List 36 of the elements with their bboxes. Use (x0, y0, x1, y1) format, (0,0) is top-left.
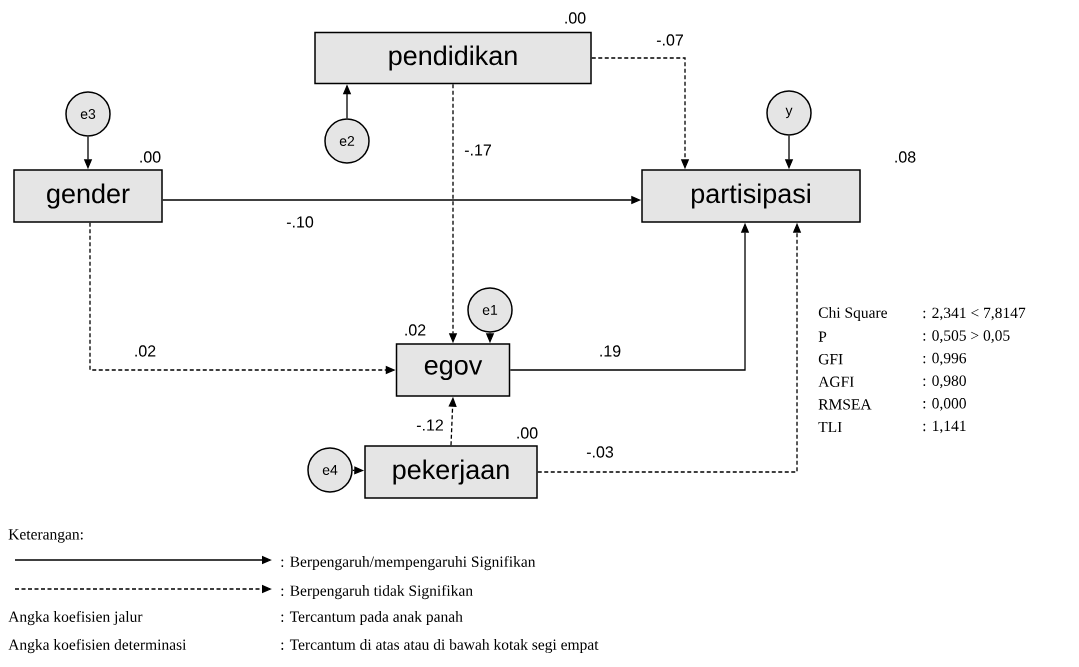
note-text: Angka koefisien determinasi (8, 638, 187, 654)
edge-label: .19 (600, 345, 621, 357)
note-text: Angka koefisien jalur (8, 610, 143, 626)
legend-text: : Berpengaruh/mempengaruhi Signifikan (281, 555, 536, 571)
fit-statistic: Chi Square (818, 306, 887, 322)
edge-label: -.12 (416, 419, 443, 431)
fit-statistic: AGFI (818, 376, 854, 387)
fit-statistic: : 0,000 (923, 398, 966, 411)
coefficient-label: .02 (405, 324, 426, 336)
fit-statistic: : 0,996 (923, 352, 967, 366)
coefficient-label: .00 (565, 12, 586, 24)
variable-box: pendidikan (314, 31, 592, 85)
variable-box: egov (395, 343, 511, 397)
coefficient-label: .08 (895, 151, 916, 163)
note-text: : Tercantum pada anak panah (281, 611, 463, 626)
edge-label: -.17 (464, 144, 491, 156)
variable-box: partisipasi (641, 169, 861, 223)
fit-statistic: RMSEA (818, 399, 872, 410)
variable-box: gender (13, 169, 163, 223)
edge-label: .02 (135, 345, 156, 357)
fit-statistic: : 1,141 (923, 420, 966, 434)
legend-heading: Keterangan: (8, 529, 83, 543)
coefficient-label: .00 (140, 151, 161, 163)
edge-label: -.10 (286, 216, 314, 228)
fit-statistic: : 2,341 < 7,8147 (923, 307, 1026, 321)
fit-statistic: GFI (818, 354, 843, 365)
fit-statistic: TLI (818, 421, 842, 433)
fit-statistic: : 0,980 (923, 375, 966, 389)
coefficient-label: .00 (517, 427, 538, 439)
fit-statistic: P (818, 331, 827, 342)
note-text: : Tercantum di atas atau di bawah kotak segi empat (281, 638, 599, 654)
edge-label: -.03 (586, 446, 614, 458)
variable-box: pekerjaan (364, 445, 538, 499)
legend-text: : Berpengaruh tidak Signifikan (281, 584, 473, 600)
edge-label: -.07 (656, 34, 683, 46)
fit-statistic: : 0,505 > 0,05 (923, 330, 1010, 343)
